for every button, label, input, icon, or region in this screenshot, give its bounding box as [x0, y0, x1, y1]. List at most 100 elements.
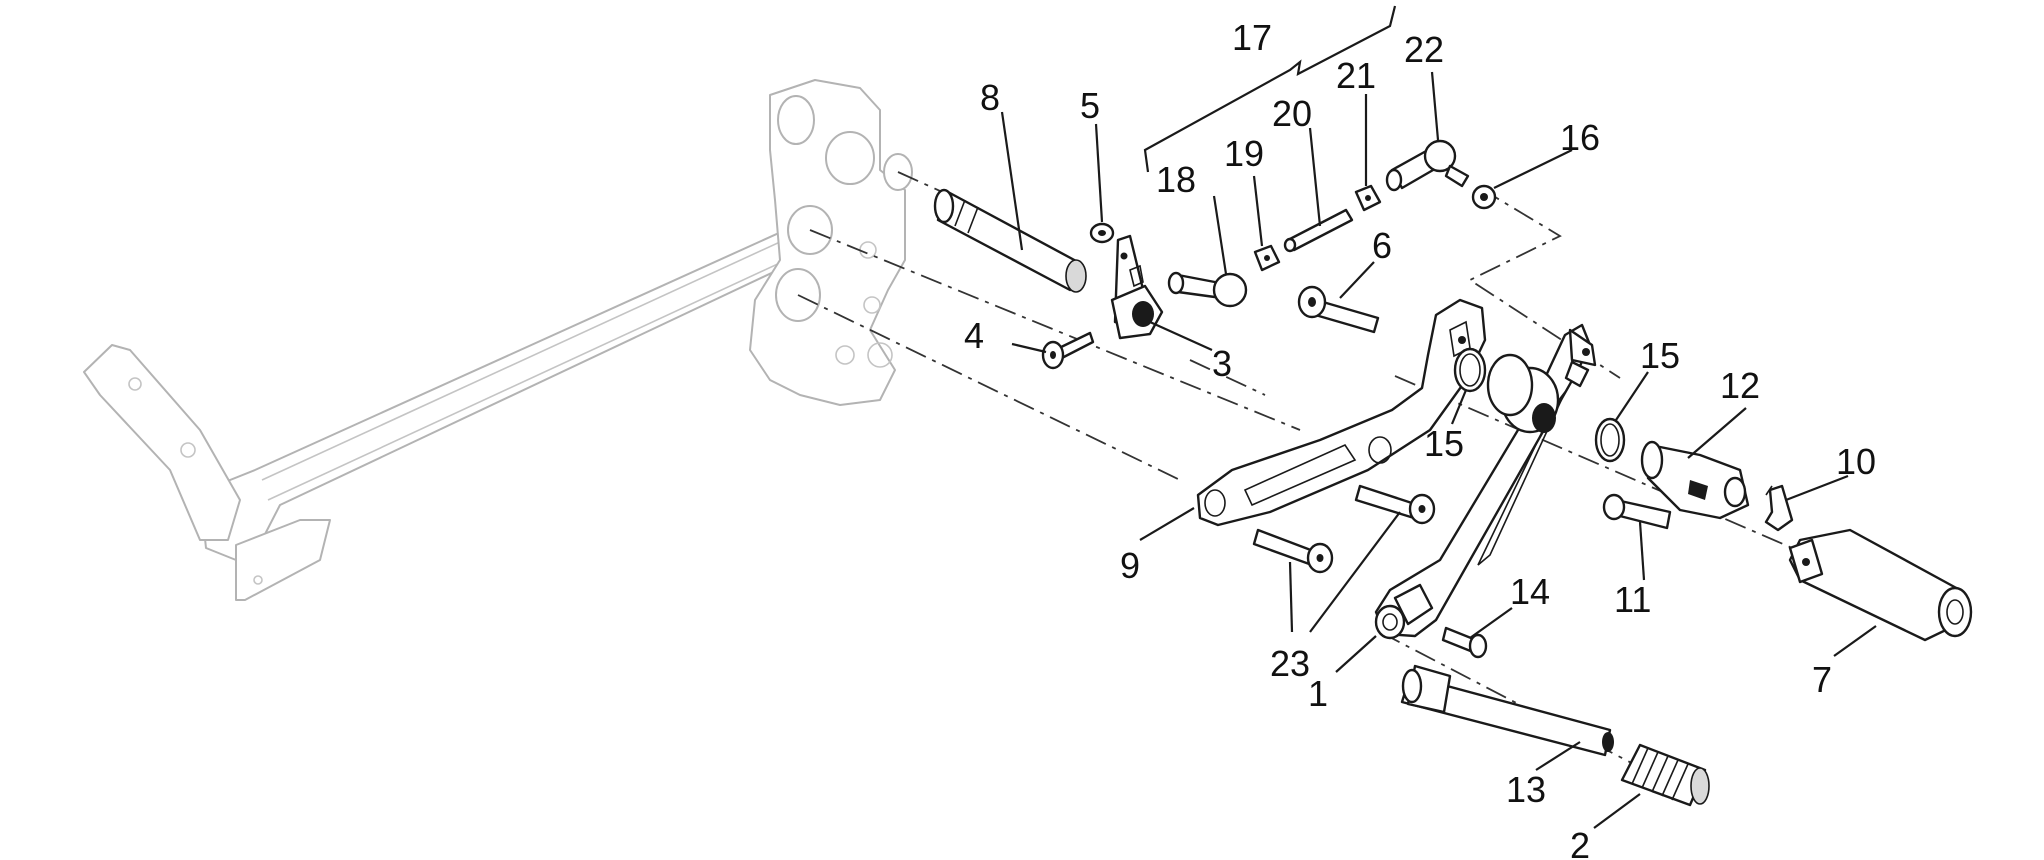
- leader-18: [1212, 195, 1228, 275]
- bracket-9-slot: [1243, 443, 1357, 507]
- axis-peg-mount: [1394, 375, 1821, 561]
- lever-1-foot-eye: [1374, 604, 1406, 640]
- leader-2: [1593, 793, 1641, 829]
- shaft-8-groove-a: [954, 199, 966, 227]
- callout-14: 14: [1510, 571, 1550, 612]
- footpeg-7-end-inner: [1946, 599, 1964, 625]
- callout-21: 21: [1336, 55, 1376, 96]
- callout-1: 1: [1308, 673, 1328, 714]
- frame-foot-hole-2: [180, 442, 196, 458]
- rubber-2-rib-1: [1631, 747, 1649, 785]
- rubber-2-rib-5: [1671, 763, 1689, 801]
- pin-11-head: [1602, 493, 1626, 521]
- frame-boss-2: [825, 131, 875, 185]
- frame-lower-bracket: [235, 519, 331, 601]
- leader-14: [1469, 607, 1513, 639]
- leader-11: [1638, 521, 1646, 581]
- footpeg-7-end-cap: [1937, 586, 1973, 638]
- leader-23b: [1288, 561, 1294, 633]
- clevis-12-end: [1640, 440, 1664, 480]
- lever-1-foot-hole: [1382, 613, 1398, 631]
- leader-9: [1139, 507, 1195, 541]
- part-2-rubber: [1620, 743, 1710, 807]
- leader-16: [1493, 149, 1573, 189]
- rod-end-22-tip: [1385, 168, 1403, 192]
- group-17-bracket: [1143, 5, 1397, 173]
- frame-foot-hole: [128, 377, 142, 391]
- pin-13-end: [1401, 668, 1423, 704]
- clip-10-hook: [1765, 485, 1773, 496]
- screw-23a-socket: [1418, 505, 1426, 513]
- bracket-9-plate: [1196, 298, 1487, 527]
- shaft-8-groove-b: [967, 206, 979, 234]
- clip-10-body: [1764, 484, 1794, 532]
- part-5-nut: [1089, 222, 1115, 244]
- shaft-8-right-end: [1065, 259, 1087, 293]
- callout-12: 12: [1720, 365, 1760, 406]
- part-8-shaft: [933, 188, 1087, 293]
- callout-15-right: 15: [1640, 335, 1680, 376]
- frame-bracket-hole: [253, 575, 263, 585]
- screw-23a-shank: [1354, 484, 1420, 520]
- callout-10: 10: [1836, 441, 1876, 482]
- leader-4: [1011, 342, 1047, 354]
- frame-boss-1: [777, 95, 815, 145]
- part-15-circlips: [1453, 347, 1626, 463]
- lever-1-slot: [1477, 391, 1566, 566]
- leader-19: [1252, 175, 1264, 247]
- part-23-screws: [1252, 484, 1436, 574]
- nut-19-hole: [1264, 255, 1270, 261]
- screw-14-head: [1468, 633, 1488, 659]
- leader-10: [1785, 474, 1849, 502]
- callout-3: 3: [1212, 343, 1232, 384]
- frame-hole-d: [867, 342, 893, 368]
- nut-16-hole: [1480, 193, 1488, 201]
- lever-1-diamond: [1564, 360, 1590, 388]
- bracket-9-hole-mid: [1368, 436, 1392, 464]
- leader-5: [1094, 123, 1104, 223]
- leader-7: [1833, 625, 1877, 657]
- lever-1-top-ear: [1568, 328, 1597, 367]
- callout-8: 8: [980, 77, 1000, 118]
- callout-5: 5: [1080, 85, 1100, 126]
- part-10-clip: [1764, 484, 1794, 532]
- frame-hole-c: [835, 345, 855, 365]
- callout-7: 7: [1812, 659, 1832, 700]
- footpeg-7-pin-hole: [1802, 558, 1810, 566]
- leader-13: [1535, 741, 1581, 771]
- screw-23b-shank: [1252, 528, 1318, 567]
- callout-17: 17: [1232, 17, 1272, 58]
- rod-end-18-tip: [1167, 271, 1185, 295]
- callout-23: 23: [1270, 643, 1310, 684]
- leader-6: [1339, 261, 1375, 299]
- frame-hole-b: [863, 296, 881, 314]
- nut-5-hole: [1098, 230, 1106, 236]
- callout-15-left: 15: [1424, 423, 1464, 464]
- clamp-3-bore: [1132, 301, 1154, 327]
- footpeg-7-body: [1788, 528, 1962, 642]
- clamp-3-slot: [1129, 264, 1144, 288]
- leader-15b: [1615, 371, 1649, 421]
- leader-8: [1000, 111, 1024, 251]
- callout-9: 9: [1120, 545, 1140, 586]
- callout-11: 11: [1614, 579, 1651, 620]
- part-19-nut: [1253, 244, 1281, 272]
- circlip-15b-inner: [1600, 423, 1620, 457]
- circlip-15a-inner: [1459, 353, 1481, 387]
- callout-2: 2: [1570, 825, 1590, 860]
- callout-6: 6: [1372, 225, 1392, 266]
- bracket-9-hole-left: [1204, 489, 1226, 517]
- callout-4: 4: [964, 315, 984, 356]
- frame-assembly: [83, 79, 913, 601]
- rod-end-18-eye: [1212, 272, 1248, 308]
- clevis-12-body: [1646, 443, 1750, 520]
- part-22-rod-end: [1385, 139, 1470, 192]
- callout-18: 18: [1156, 159, 1196, 200]
- lever-1-bore: [1532, 403, 1556, 433]
- callout-13: 13: [1506, 769, 1546, 810]
- part-13-pin: [1400, 664, 1614, 757]
- axis-pivot-lower: [797, 294, 1181, 481]
- rod-end-22-eye: [1423, 139, 1457, 173]
- clevis-12-slot: [1688, 480, 1708, 500]
